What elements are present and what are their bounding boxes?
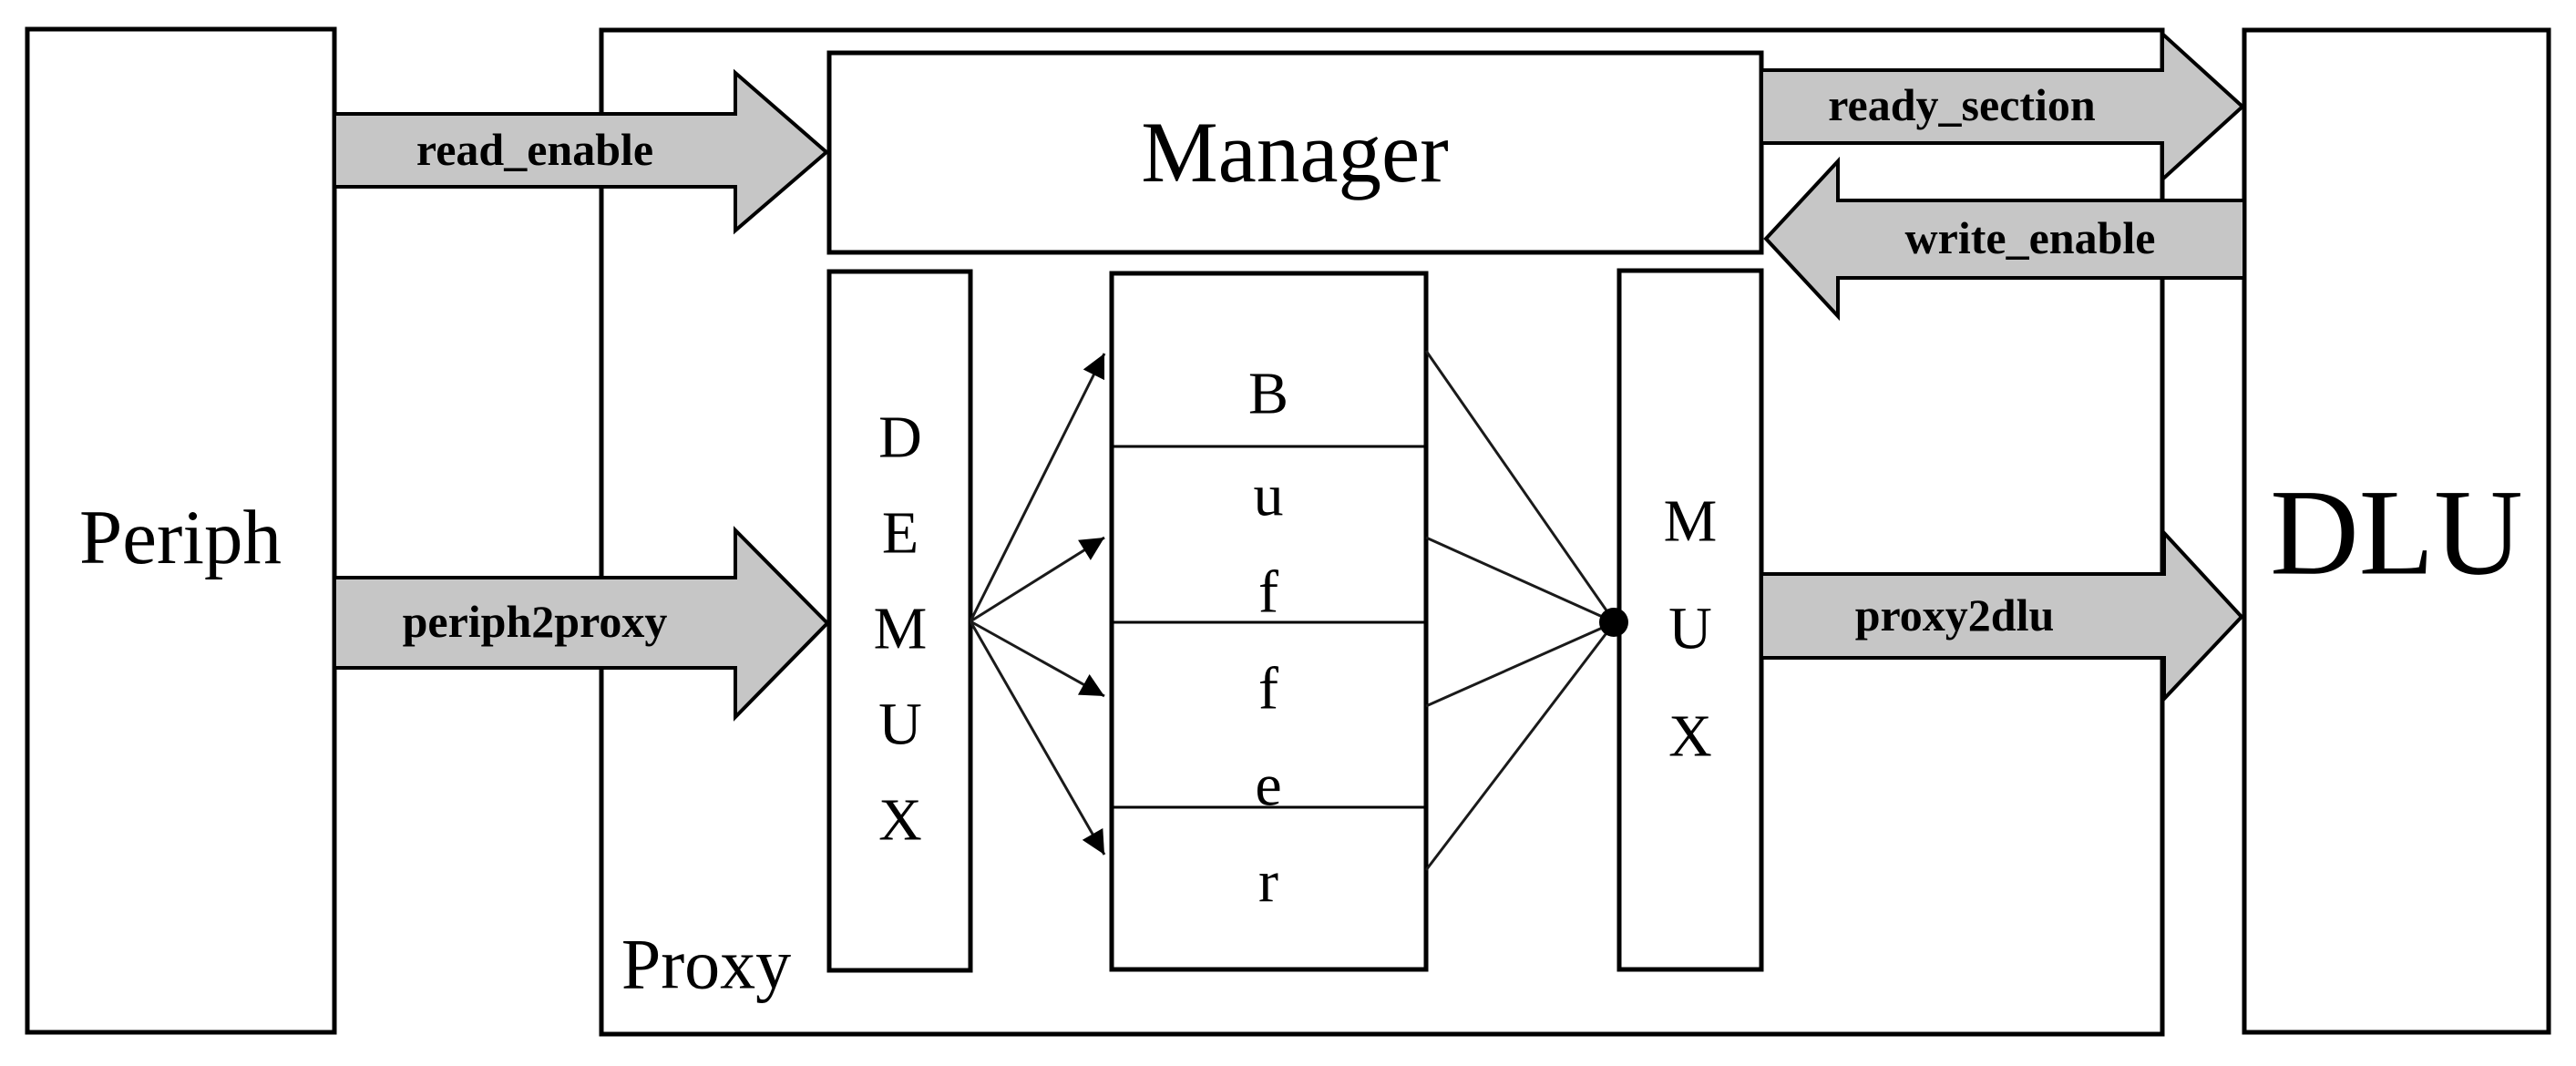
mux-letter-m: M: [1664, 488, 1718, 555]
mux-letter-u: U: [1668, 596, 1712, 662]
proxy2dlu-arrow: [1760, 528, 2244, 704]
buffer-to-mux-line-2: [1425, 536, 1616, 624]
write-enable-arrow: [1763, 156, 2246, 322]
buffer-letter-u: u: [1254, 463, 1284, 529]
dlu-box: [2242, 27, 2551, 1035]
demux-letter-d: D: [878, 405, 922, 471]
demux-letter-m: M: [874, 596, 928, 662]
demux-box: [826, 269, 973, 973]
demux-to-buffer-line-2: [970, 536, 1105, 623]
buffer-letter-e: e: [1255, 753, 1281, 819]
demux-to-buffer-line-1: [969, 353, 1106, 622]
manager-label: Manager: [1141, 104, 1449, 200]
dlu-label: DLU: [2270, 466, 2522, 601]
ready-section-arrow: [1760, 29, 2245, 184]
mux-junction-dot: [1599, 608, 1628, 637]
mux-letter-x: X: [1668, 703, 1712, 770]
buffer-letter-r: r: [1258, 849, 1278, 916]
read-enable-arrow: [333, 68, 830, 235]
ready-section-label: ready_section: [1828, 79, 2096, 130]
buffer-letter-f1: f: [1258, 559, 1278, 626]
periph2proxy-arrow: [333, 526, 830, 722]
demux-letter-x: X: [878, 787, 922, 854]
periph-box: [25, 26, 337, 1035]
buffer-letter-b: B: [1248, 361, 1288, 427]
proxy-label: Proxy: [621, 925, 791, 1004]
manager-box: [826, 50, 1764, 255]
proxy2dlu-label: proxy2dlu: [1855, 589, 2055, 641]
buffer-to-mux-line-3: [1425, 620, 1616, 708]
write-enable-label: write_enable: [1905, 212, 2156, 263]
buffer-to-mux-line-1: [1424, 350, 1616, 623]
mux-box: [1616, 268, 1764, 972]
periph2proxy-label: periph2proxy: [403, 596, 668, 647]
periph-label: Periph: [79, 495, 282, 580]
demux-to-buffer-line-4: [969, 620, 1106, 856]
buffer-to-mux-line-4: [1424, 621, 1616, 871]
demux-to-buffer-line-3: [970, 620, 1105, 698]
read-enable-label: read_enable: [416, 124, 653, 175]
demux-letter-e: E: [882, 500, 919, 567]
buffer-letter-f2: f: [1258, 656, 1278, 723]
demux-letter-u: U: [878, 692, 922, 758]
